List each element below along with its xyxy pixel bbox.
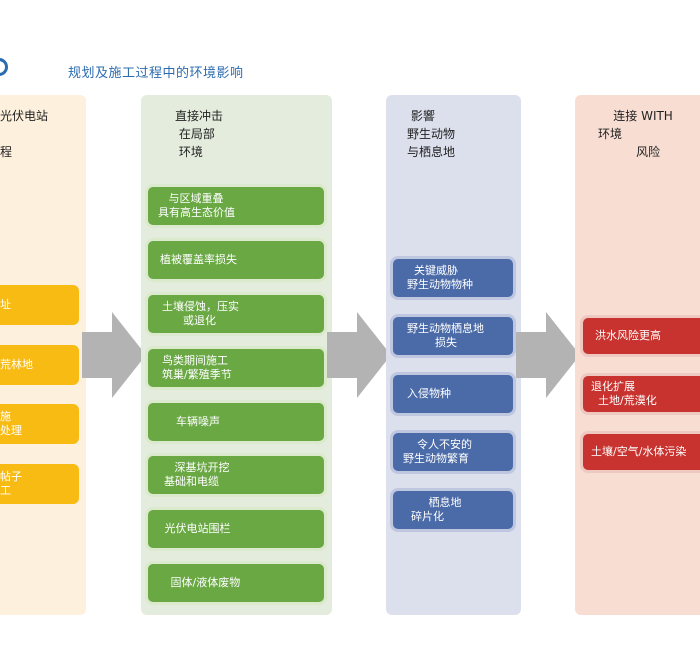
wildlife-item-2: 野生动物栖息地 损失 [390,314,516,358]
risk-item-3: 土壤/空气/水体污染 [580,431,700,473]
project-item-2: 荒林地 [0,345,79,385]
wildlife-item-3: 入侵物种 [390,372,516,416]
column-2-heading: 直接冲击 在局部 环境 [175,109,224,159]
flow-arrow-2 [327,312,391,398]
impact-item-8: 固体/液体废物 [145,561,327,605]
impact-item-2: 植被覆盖率损失 [145,238,327,282]
project-item-1: 址 [0,285,79,325]
risk-item-2: 退化扩展 土地/荒漠化 [580,373,700,415]
impact-item-5: 车辆噪声 [145,400,327,444]
impact-item-4: 鸟类期间施工 筑巢/繁殖季节 [145,346,327,390]
risk-item-1: 洪水风险更高 [580,315,700,357]
column-4-heading: 连接 WITH 环境 风险 [598,109,673,159]
wildlife-item-4: 令人不安的 野生动物繁育 [390,430,516,474]
title-marker-icon [0,58,8,76]
flow-arrow-3 [516,312,580,398]
flow-arrow-1 [82,312,146,398]
project-item-4: 帖子 工 [0,464,79,504]
column-1-heading: 光伏电站 程 [0,109,49,159]
impact-item-1: 与区域重叠 具有高生态价值 [145,184,327,228]
impact-item-3: 土壤侵蚀，压实 或退化 [145,292,327,336]
diagram-title: 规划及施工过程中的环境影响 [68,66,244,81]
impact-item-6: 深基坑开挖 基础和电缆 [145,453,327,497]
project-item-3: 施 处理 [0,404,79,444]
wildlife-item-1: 关键威胁 野生动物物种 [390,256,516,300]
column-3-heading: 影響 野生动物 与栖息地 [407,109,456,159]
wildlife-item-5: 栖息地 碎片化 [390,488,516,532]
impact-item-7: 光伏电站围栏 [145,507,327,551]
